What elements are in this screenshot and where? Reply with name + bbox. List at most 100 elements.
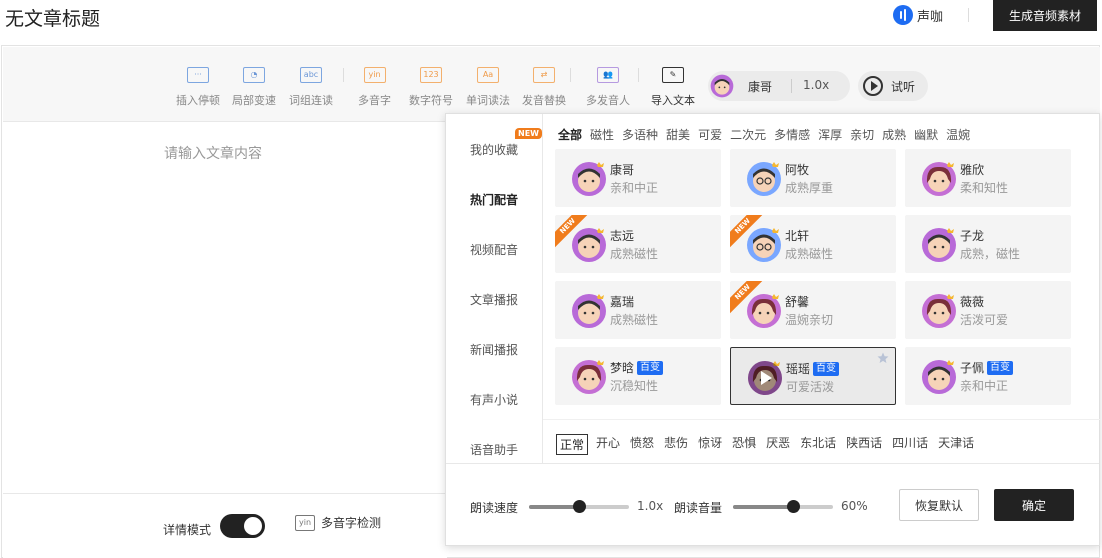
toolbar-separator [570, 68, 571, 82]
filter-tab[interactable]: 多情感 [774, 128, 811, 142]
voice-name: 梦晗 [610, 361, 635, 375]
voice-avatar-icon [572, 294, 606, 328]
voice-description: 成熟磁性 [610, 247, 659, 261]
volume-slider[interactable] [733, 500, 833, 513]
top-bar: 无文章标题 声咖 生成音频素材 [0, 0, 1102, 36]
volume-value: 60% [841, 499, 868, 513]
speed-label: 朗读速度 [470, 501, 519, 515]
article-input[interactable]: 请输入文章内容 [164, 146, 262, 162]
filter-tab[interactable]: 幽默 [914, 128, 939, 142]
voice-card[interactable]: 薇薇活泼可爱 [905, 281, 1071, 339]
category-item[interactable]: 文章播报 [470, 293, 519, 307]
voice-card[interactable]: 嘉瑞成熟磁性 [555, 281, 721, 339]
category-item[interactable]: 我的收藏 [470, 143, 519, 157]
filter-tab[interactable]: 亲切 [850, 128, 875, 142]
filter-tab[interactable]: 成熟 [882, 128, 907, 142]
voice-avatar-icon [922, 360, 956, 394]
number-icon: 123 [420, 67, 442, 83]
category-item[interactable]: 视频配音 [470, 243, 519, 257]
filter-tab[interactable]: 甜美 [666, 128, 691, 142]
multi-speaker-icon: 👥 [597, 67, 619, 83]
category-item[interactable]: 热门配音 [470, 193, 519, 207]
emotion-divider [543, 419, 1100, 420]
listen-button[interactable]: 试听 [858, 71, 928, 101]
category-item[interactable]: 语音助手 [470, 443, 519, 457]
voice-card[interactable]: 阿牧成熟厚重 [730, 149, 896, 207]
voice-name-row: 瑶瑶百变 [786, 360, 840, 377]
voice-card[interactable]: 瑶瑶百变可爱活泼 [730, 347, 896, 405]
tool-label: 多音字 [358, 94, 391, 107]
emotion-tab[interactable]: 四川话 [892, 436, 929, 450]
tool-pause-insert[interactable]: ···插入停顿 [176, 67, 220, 108]
volume-slider-fill [733, 505, 793, 509]
voice-card[interactable]: 子龙成熟，磁性 [905, 215, 1071, 273]
document-title[interactable]: 无文章标题 [5, 8, 101, 30]
voice-card[interactable]: 康哥亲和中正 [555, 149, 721, 207]
category-item[interactable]: 有声小说 [470, 393, 519, 407]
current-voice-name: 康哥 [748, 80, 773, 94]
filter-tab[interactable]: 磁性 [590, 128, 615, 142]
emotion-tab[interactable]: 厌恶 [766, 436, 791, 450]
voice-card[interactable]: 梦晗百变沉稳知性 [555, 347, 721, 405]
volume-slider-knob[interactable] [787, 500, 800, 513]
brand[interactable]: 声咖 [893, 5, 943, 25]
generate-audio-button[interactable]: 生成音频素材 [993, 0, 1097, 31]
tool-import-text[interactable]: ✎导入文本 [651, 67, 695, 108]
emotion-tab[interactable]: 天津话 [938, 436, 975, 450]
filter-tab[interactable]: 多语种 [622, 128, 659, 142]
voice-name-row: 雅欣 [960, 161, 984, 178]
emotion-tab[interactable]: 愤怒 [630, 436, 655, 450]
tool-speed-gauge[interactable]: ◔局部变速 [232, 67, 276, 108]
emotion-tab[interactable]: 恐惧 [732, 436, 757, 450]
tool-replace[interactable]: ⇄发音替换 [522, 67, 566, 108]
filter-tab[interactable]: 全部 [558, 128, 583, 142]
voice-name: 康哥 [610, 163, 635, 177]
filter-tab[interactable]: 温婉 [946, 128, 971, 142]
category-item[interactable]: 新闻播报 [470, 343, 519, 357]
emotion-tab[interactable]: 惊讶 [698, 436, 723, 450]
emotion-tabs: 正常开心愤怒悲伤惊讶恐惧厌恶东北话陕西话四川话天津话 [556, 434, 984, 455]
filter-tab[interactable]: 二次元 [730, 128, 767, 142]
voice-name-row: 北轩 [785, 227, 809, 244]
tool-label: 单词读法 [466, 94, 510, 107]
listen-label: 试听 [891, 80, 916, 94]
new-tag: NEW [515, 128, 542, 139]
current-voice-speed[interactable]: 1.0x [803, 78, 830, 92]
emotion-tab[interactable]: 东北话 [800, 436, 837, 450]
filter-tab[interactable]: 可爱 [698, 128, 723, 142]
speed-value: 1.0x [637, 499, 664, 513]
reset-default-button[interactable]: 恢复默认 [899, 489, 979, 521]
emotion-tab[interactable]: 悲伤 [664, 436, 689, 450]
speed-slider-knob[interactable] [573, 500, 586, 513]
detail-mode-toggle[interactable] [220, 514, 265, 538]
voice-name-row: 子佩百变 [960, 359, 1014, 376]
confirm-button[interactable]: 确定 [994, 489, 1074, 521]
replace-icon: ⇄ [533, 67, 555, 83]
polyphone-check-button[interactable]: yin 多音字检测 [295, 514, 381, 531]
voice-selector[interactable]: 康哥 1.0x [708, 71, 850, 101]
filter-tab[interactable]: 浑厚 [818, 128, 843, 142]
editor-bottom-bar: 详情模式 yin 多音字检测 [3, 493, 447, 558]
voice-name-row: 阿牧 [785, 161, 809, 178]
emotion-tab[interactable]: 正常 [556, 434, 589, 455]
versatile-badge: 百变 [987, 360, 1014, 375]
favorite-star-icon[interactable] [877, 352, 889, 364]
emotion-tab[interactable]: 开心 [596, 436, 621, 450]
tool-label: 词组连读 [289, 94, 333, 107]
voice-card[interactable]: 子佩百变亲和中正 [905, 347, 1071, 405]
voice-avatar-icon [710, 74, 734, 98]
voice-description: 成熟厚重 [785, 181, 834, 195]
voice-card[interactable]: 雅欣柔和知性 [905, 149, 1071, 207]
emotion-tab[interactable]: 陕西话 [846, 436, 883, 450]
tool-multi-speaker[interactable]: 👥多发音人 [586, 67, 630, 108]
speed-slider[interactable] [529, 500, 629, 513]
play-overlay-icon[interactable] [747, 360, 783, 396]
